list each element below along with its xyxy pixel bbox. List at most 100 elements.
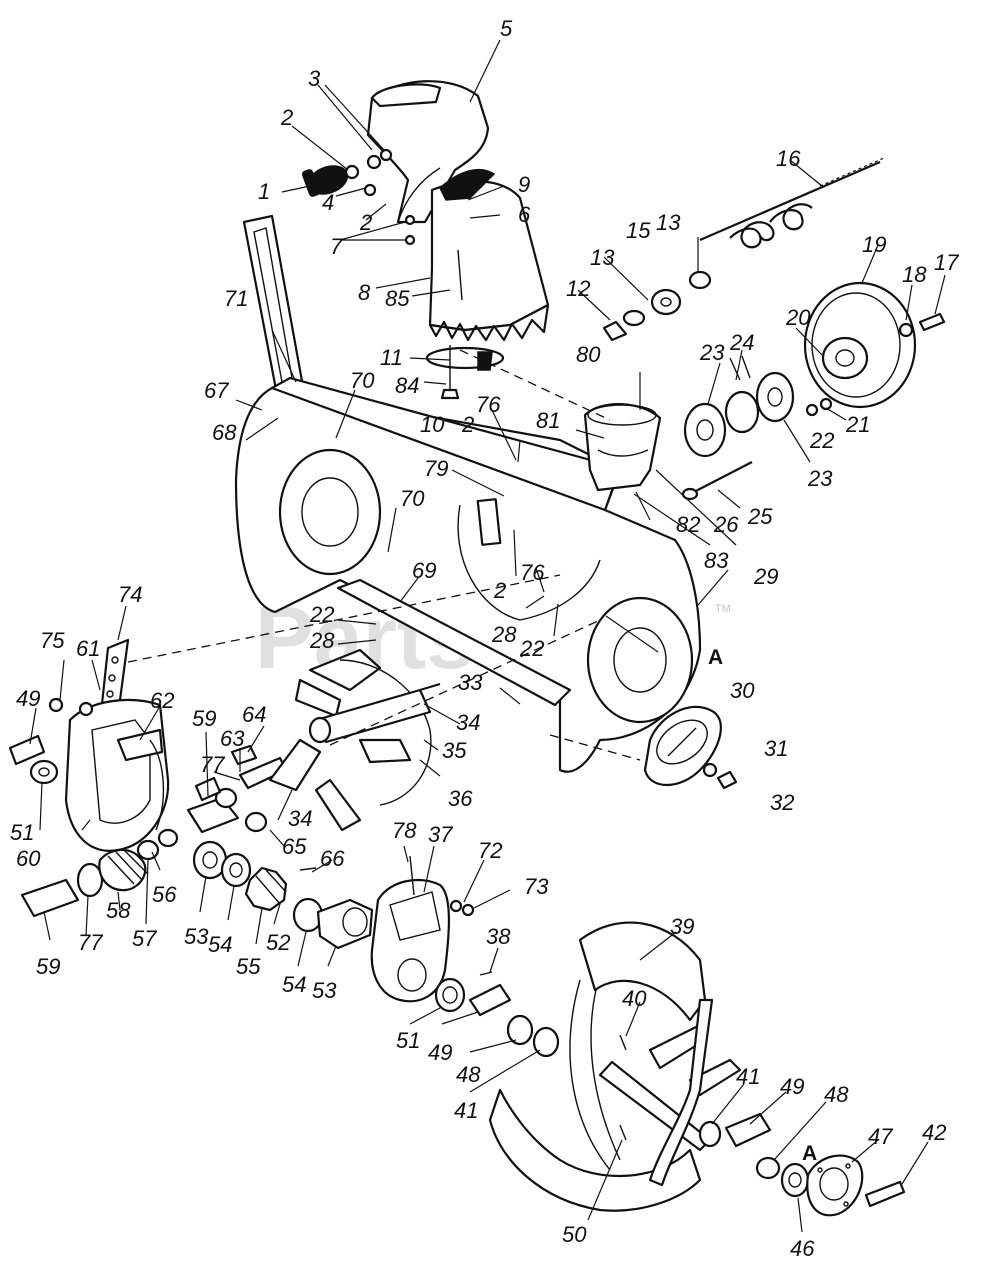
callout-65: 65 xyxy=(282,834,307,859)
spiral-shaft xyxy=(699,157,885,249)
worm-gear-shaft xyxy=(98,796,240,892)
callout-A: A xyxy=(708,646,723,669)
callout-22: 22 xyxy=(309,602,334,627)
gear-case-half xyxy=(64,698,170,852)
chute-deflector xyxy=(366,80,490,224)
callout-72: 72 xyxy=(478,838,502,863)
callout-63: 63 xyxy=(220,726,245,751)
chute-adaptor-flange xyxy=(583,403,662,492)
callout-66: 66 xyxy=(320,846,345,871)
callout-80: 80 xyxy=(576,342,601,367)
callout-6: 6 xyxy=(518,202,531,227)
chute-hardware xyxy=(344,148,416,246)
shaft-washers xyxy=(602,270,712,342)
callout-79: 79 xyxy=(424,456,448,481)
callout-41: 41 xyxy=(736,1064,760,1089)
bearing-flange xyxy=(806,1154,906,1217)
callout-70: 70 xyxy=(400,486,425,511)
callout-34: 34 xyxy=(456,710,480,735)
callout-29: 29 xyxy=(753,564,778,589)
auger-bushings xyxy=(434,971,560,1058)
callout-2: 2 xyxy=(280,105,293,130)
callout-7: 7 xyxy=(330,234,343,259)
callout-49: 49 xyxy=(16,686,40,711)
callout-18: 18 xyxy=(902,262,927,287)
callout-59: 59 xyxy=(36,954,60,979)
callout-35: 35 xyxy=(442,738,467,763)
gear-and-bushings xyxy=(244,866,374,950)
callout-19: 19 xyxy=(862,232,886,257)
callout-30: 30 xyxy=(730,678,755,703)
callout-2: 2 xyxy=(461,412,474,437)
callout-41: 41 xyxy=(454,1098,478,1123)
chute-gasket-ring xyxy=(425,346,505,371)
callout-26: 26 xyxy=(713,512,739,537)
callout-2: 2 xyxy=(493,578,506,603)
callout-24: 24 xyxy=(729,330,754,355)
callout-58: 58 xyxy=(106,898,131,923)
callout-16: 16 xyxy=(776,146,801,171)
callout-54: 54 xyxy=(282,972,306,997)
callout-55: 55 xyxy=(236,954,261,979)
callout-2: 2 xyxy=(359,210,372,235)
callout-49: 49 xyxy=(428,1040,452,1065)
pulley xyxy=(803,281,917,409)
callout-12: 12 xyxy=(566,276,590,301)
callout-62: 62 xyxy=(150,688,174,713)
callout-10: 10 xyxy=(420,412,445,437)
callout-39: 39 xyxy=(670,914,694,939)
callout-60: 60 xyxy=(16,846,41,871)
callout-33: 33 xyxy=(458,670,483,695)
callout-64: 64 xyxy=(242,702,266,727)
callout-15: 15 xyxy=(626,218,651,243)
callout-46: 46 xyxy=(790,1236,815,1261)
callout-A: A xyxy=(802,1142,817,1165)
callout-8: 8 xyxy=(358,280,371,305)
leader-lines xyxy=(29,39,946,1233)
callout-76: 76 xyxy=(520,560,545,585)
callout-36: 36 xyxy=(448,786,473,811)
callout-50: 50 xyxy=(562,1222,587,1247)
callout-32: 32 xyxy=(770,790,794,815)
callout-51: 51 xyxy=(396,1028,420,1053)
callout-13: 13 xyxy=(590,245,615,270)
callout-57: 57 xyxy=(132,926,157,951)
left-strap xyxy=(100,638,130,706)
auger-shaft-right xyxy=(648,998,810,1198)
pulley-bolt-washer xyxy=(898,312,946,338)
callout-48: 48 xyxy=(456,1062,481,1087)
callout-5: 5 xyxy=(500,16,513,41)
callout-22: 22 xyxy=(809,428,834,453)
callout-78: 78 xyxy=(392,818,417,843)
callout-68: 68 xyxy=(212,420,237,445)
bearing-housing xyxy=(643,705,738,790)
shave-plate xyxy=(336,578,572,707)
callout-42: 42 xyxy=(922,1120,946,1145)
callout-77: 77 xyxy=(78,930,103,955)
callout-25: 25 xyxy=(747,504,773,529)
callout-20: 20 xyxy=(785,305,811,330)
callout-3: 3 xyxy=(308,66,321,91)
callout-59: 59 xyxy=(192,706,216,731)
callout-82: 82 xyxy=(676,512,700,537)
callout-49: 49 xyxy=(780,1074,804,1099)
callout-labels: 1 2 2 3 4 5 6 7 8 85 9 11 84 10 12 13 13… xyxy=(10,16,959,1261)
callout-28: 28 xyxy=(309,628,335,653)
callout-73: 73 xyxy=(524,874,549,899)
callout-17: 17 xyxy=(934,250,959,275)
callout-75: 75 xyxy=(40,628,65,653)
callout-38: 38 xyxy=(486,924,511,949)
callout-71: 71 xyxy=(224,286,248,311)
callout-40: 40 xyxy=(622,986,647,1011)
callout-52: 52 xyxy=(266,930,290,955)
watermark-trademark: TM xyxy=(715,603,731,615)
callout-22: 22 xyxy=(519,636,544,661)
callout-67: 67 xyxy=(204,378,229,403)
callout-28: 28 xyxy=(491,622,517,647)
carriage-bolt xyxy=(681,461,753,501)
callout-21: 21 xyxy=(845,412,870,437)
callout-11: 11 xyxy=(380,345,403,370)
callout-53: 53 xyxy=(312,978,337,1003)
callout-53: 53 xyxy=(184,924,209,949)
callout-13: 13 xyxy=(656,210,681,235)
